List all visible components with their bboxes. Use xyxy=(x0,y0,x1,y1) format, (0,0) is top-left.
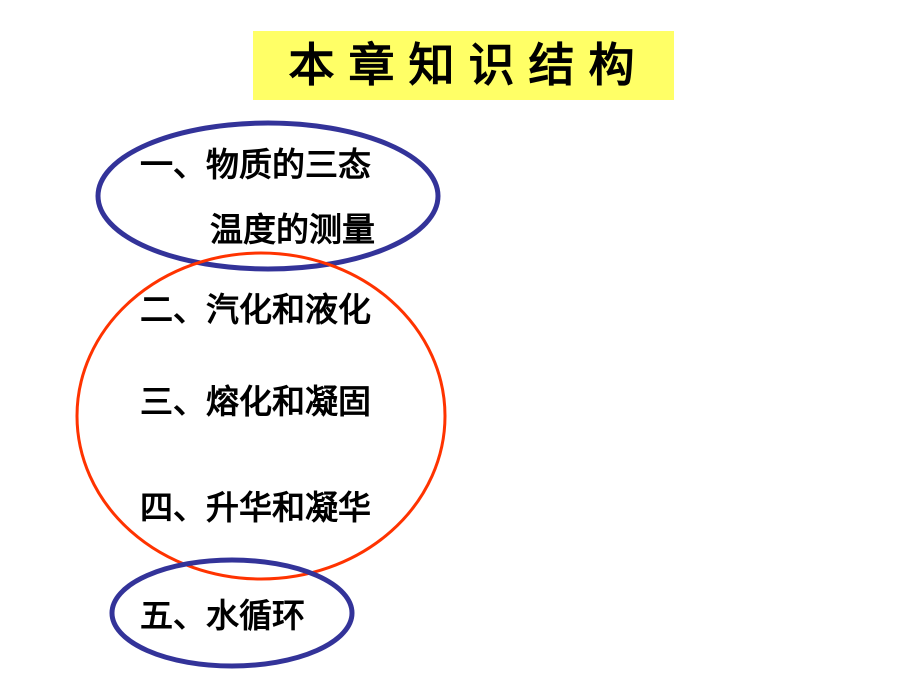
item-temperature-measurement: 温度的测量 xyxy=(210,210,375,249)
item-sublimation-deposition: 四、升华和凝华 xyxy=(140,488,371,527)
item-states-of-matter: 一、物质的三态 xyxy=(140,145,371,184)
item-melting-solidification: 三、熔化和凝固 xyxy=(140,382,371,421)
item-vaporization-liquefaction: 二、汽化和液化 xyxy=(140,290,371,329)
item-water-cycle: 五、水循环 xyxy=(140,596,305,635)
slide-title: 本章知识结构 xyxy=(253,31,674,100)
